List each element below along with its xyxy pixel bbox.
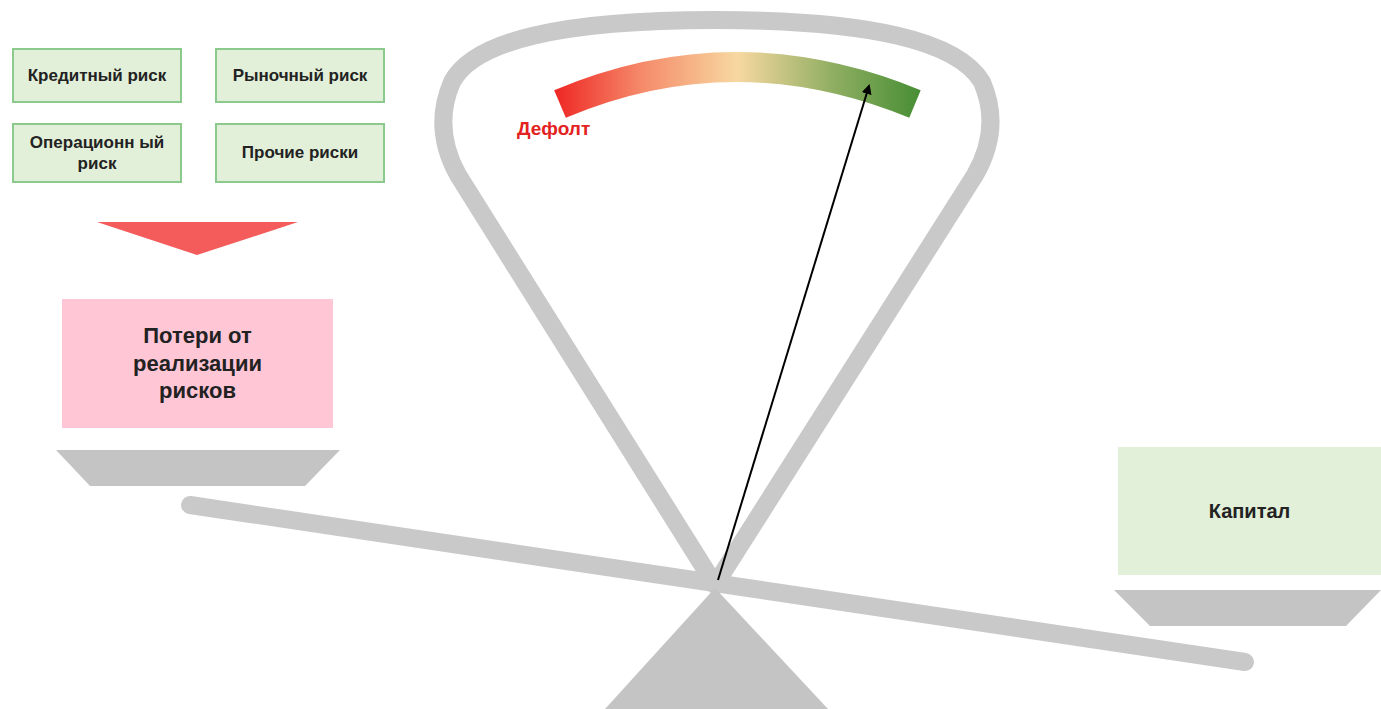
needle	[718, 86, 869, 580]
dial-frame	[443, 20, 990, 585]
dial-label: Дефолт	[517, 118, 590, 140]
loss-box: Потери от реализации рисков	[62, 299, 333, 428]
risk-box: Операционн ый риск	[12, 123, 182, 183]
node-text: Потери от реализации рисков	[103, 322, 293, 405]
right-pan	[1114, 590, 1381, 626]
risk-box: Прочие риски	[215, 123, 385, 183]
capital-box: Капитал	[1118, 447, 1381, 575]
node-text: Рыночный риск	[233, 65, 368, 86]
node-text: Кредитный риск	[28, 65, 167, 86]
node-text: Прочие риски	[242, 142, 358, 163]
risk-box: Кредитный риск	[12, 48, 182, 103]
pivot	[605, 588, 828, 709]
dial-scale	[560, 67, 915, 104]
risk-box: Рыночный риск	[215, 48, 385, 103]
node-text: Операционн ый риск	[20, 132, 174, 175]
down-arrow	[97, 222, 298, 255]
left-pan	[56, 450, 340, 486]
node-text: Капитал	[1209, 499, 1291, 524]
